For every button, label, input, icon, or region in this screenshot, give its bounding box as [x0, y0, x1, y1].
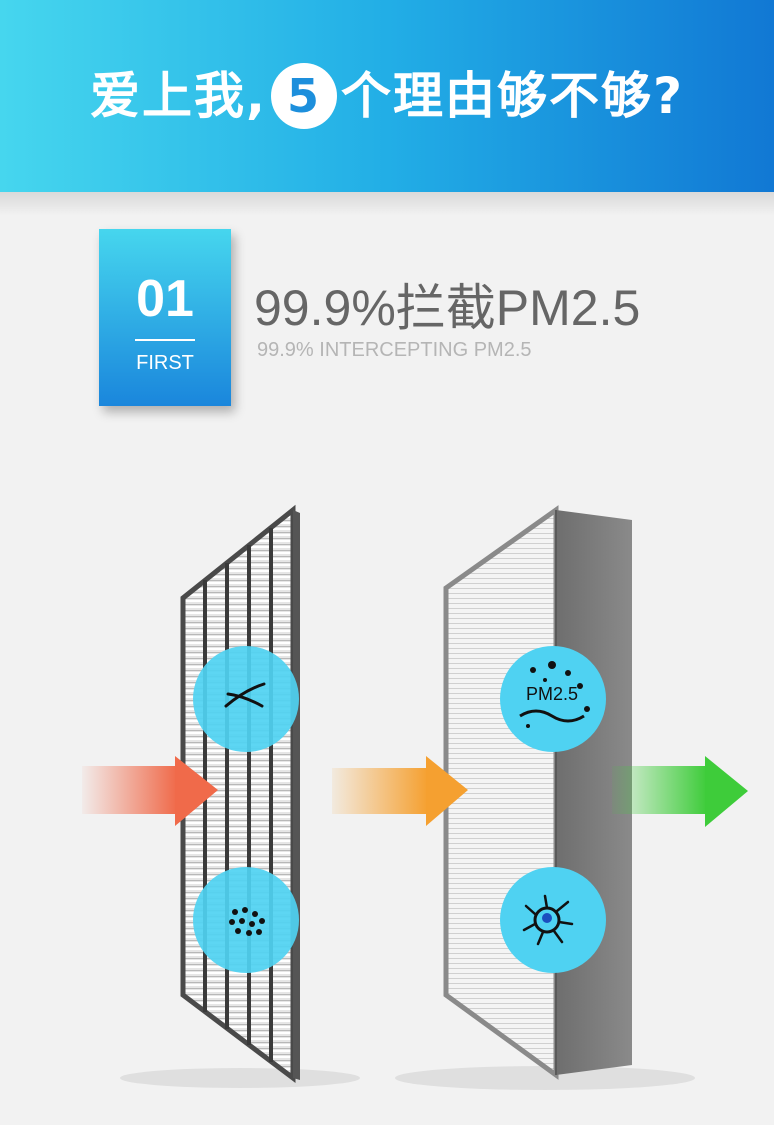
floor-shadow-left — [120, 1068, 360, 1088]
airflow-arrow-in — [82, 756, 218, 826]
feature-number-badge: 01 FIRST — [99, 229, 231, 406]
badge-number: 01 — [136, 270, 194, 328]
banner-title-prefix: 爱上我, — [89, 67, 267, 125]
floor-shadow-right — [395, 1066, 695, 1090]
banner-title-suffix: 个理由够不够? — [340, 67, 684, 125]
feature-subtitle: 99.9% INTERCEPTING PM2.5 — [257, 339, 532, 361]
pm25-particles-icon: PM2.5 — [500, 646, 606, 752]
leaf-hair-icon — [193, 646, 299, 752]
filter-illustration: PM2.5 — [82, 504, 748, 1090]
airflow-arrow-middle — [332, 756, 468, 826]
feature-title: 99.9%拦截PM2.5 — [254, 280, 641, 336]
airflow-arrow-out — [612, 756, 748, 827]
bacteria-icon — [500, 867, 606, 973]
pm25-label: PM2.5 — [526, 684, 578, 704]
dust-particles-icon — [193, 867, 299, 973]
badge-label: FIRST — [136, 352, 194, 374]
hepa-filter-panel — [443, 505, 632, 1080]
badge-divider — [135, 339, 195, 341]
banner-number-circle: 5 — [270, 62, 337, 129]
banner-shadow — [0, 192, 774, 216]
